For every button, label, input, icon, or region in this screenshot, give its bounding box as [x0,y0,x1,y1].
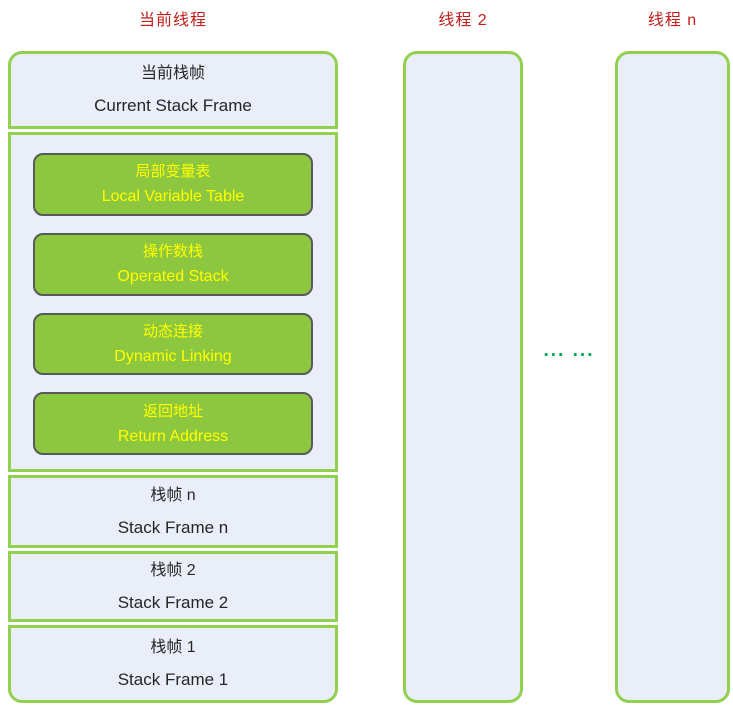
stack-frame-label-en: Stack Frame n [117,517,229,537]
component-label-zh: 局部变量表 [135,163,211,181]
current-thread-stack: 当前栈帧 Current Stack Frame 局部变量表 Local Var… [8,51,338,703]
stack-frame-label-zh: 栈帧 n [150,486,196,504]
component-label-en: Dynamic Linking [114,347,232,365]
component-label-zh: 返回地址 [142,402,203,420]
stack-frame-1: 栈帧 1 Stack Frame 1 [8,625,338,703]
thread-2-stack-box [403,51,523,703]
current-stack-frame-body: 局部变量表 Local Variable Table 操作数栈 Operated… [8,132,338,472]
component-label-en: Local Variable Table [101,188,245,206]
current-stack-frame-label-zh: 当前栈帧 [140,65,205,82]
stack-frame-label-en: Stack Frame 1 [117,670,229,689]
stack-frame-label-en: Stack Frame 2 [117,592,229,612]
component-operated-stack: 操作数栈 Operated Stack [33,232,313,296]
current-stack-frame-header: 当前栈帧 Current Stack Frame [8,51,338,129]
thread-n-stack-box [615,51,730,703]
current-stack-frame-label-en: Current Stack Frame [94,96,252,115]
component-dynamic-linking: 动态连接 Dynamic Linking [33,312,313,376]
stack-frame-label-zh: 栈帧 1 [150,639,196,656]
thread-2-title: 线程 2 [438,12,488,29]
stack-frame-2: 栈帧 2 Stack Frame 2 [8,551,338,622]
component-label-en: Operated Stack [117,268,229,286]
ellipsis-more-threads: ... ... [543,340,595,361]
stack-frame-n: 栈帧 n Stack Frame n [8,475,338,548]
component-label-zh: 操作数栈 [142,243,203,261]
current-thread-title: 当前线程 [138,12,207,29]
component-label-zh: 动态连接 [142,322,203,340]
component-return-address: 返回地址 Return Address [33,392,313,455]
component-label-en: Return Address [117,427,229,445]
stack-frame-label-zh: 栈帧 2 [150,561,196,579]
thread-n-title: 线程 n [647,12,698,29]
component-local-variable-table: 局部变量表 Local Variable Table [33,153,313,216]
